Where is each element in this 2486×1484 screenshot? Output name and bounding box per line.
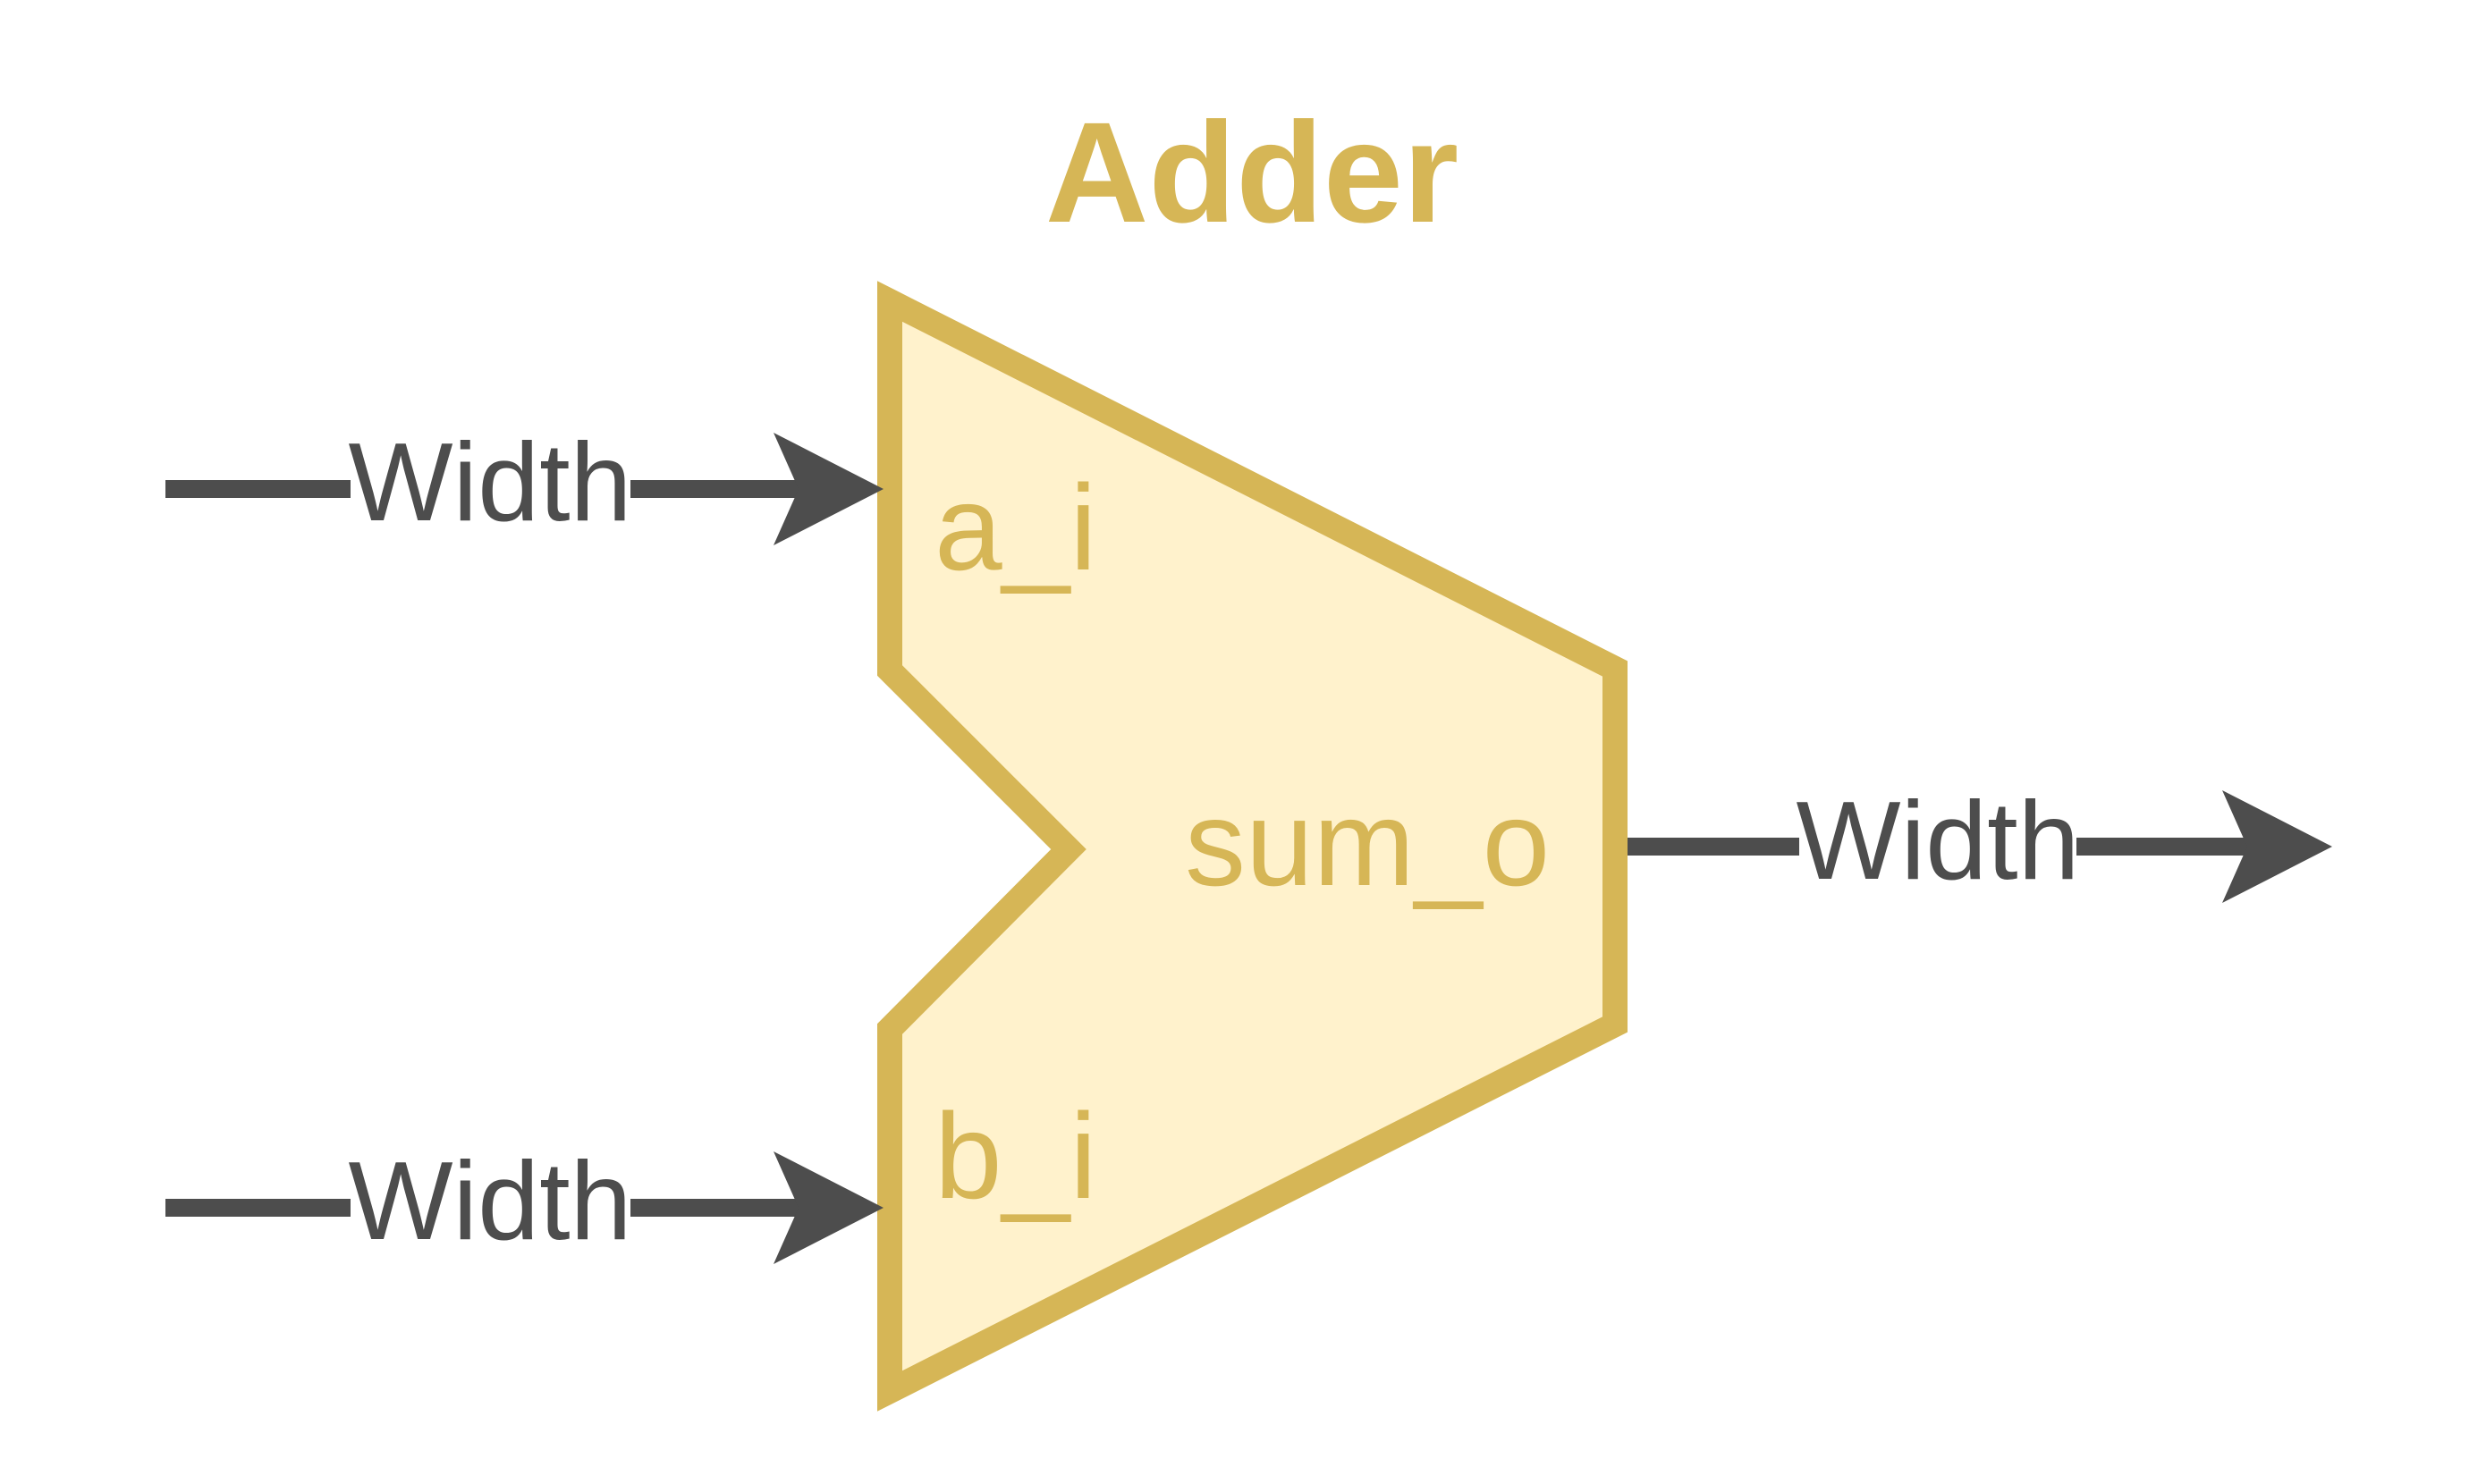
wire-b-arrowhead-icon xyxy=(774,1151,884,1264)
diagram-title: Adder xyxy=(1045,92,1459,252)
wire-a-arrowhead-icon xyxy=(774,433,884,545)
wire-b-width-label: Width xyxy=(349,1140,632,1263)
port-label-sum: sum_o xyxy=(1185,775,1550,911)
adder-block[interactable] xyxy=(877,281,1628,1412)
wire-a-width-label: Width xyxy=(349,421,632,544)
port-label-b: b_i xyxy=(934,1088,1097,1224)
input-wire-b: Width xyxy=(165,1140,884,1264)
input-wire-a: Width xyxy=(165,421,884,545)
output-wire-sum: Width xyxy=(1628,780,2332,903)
wire-out-arrowhead-icon xyxy=(2222,790,2332,903)
port-label-a: a_i xyxy=(934,460,1097,595)
wire-out-width-label: Width xyxy=(1797,780,2080,903)
